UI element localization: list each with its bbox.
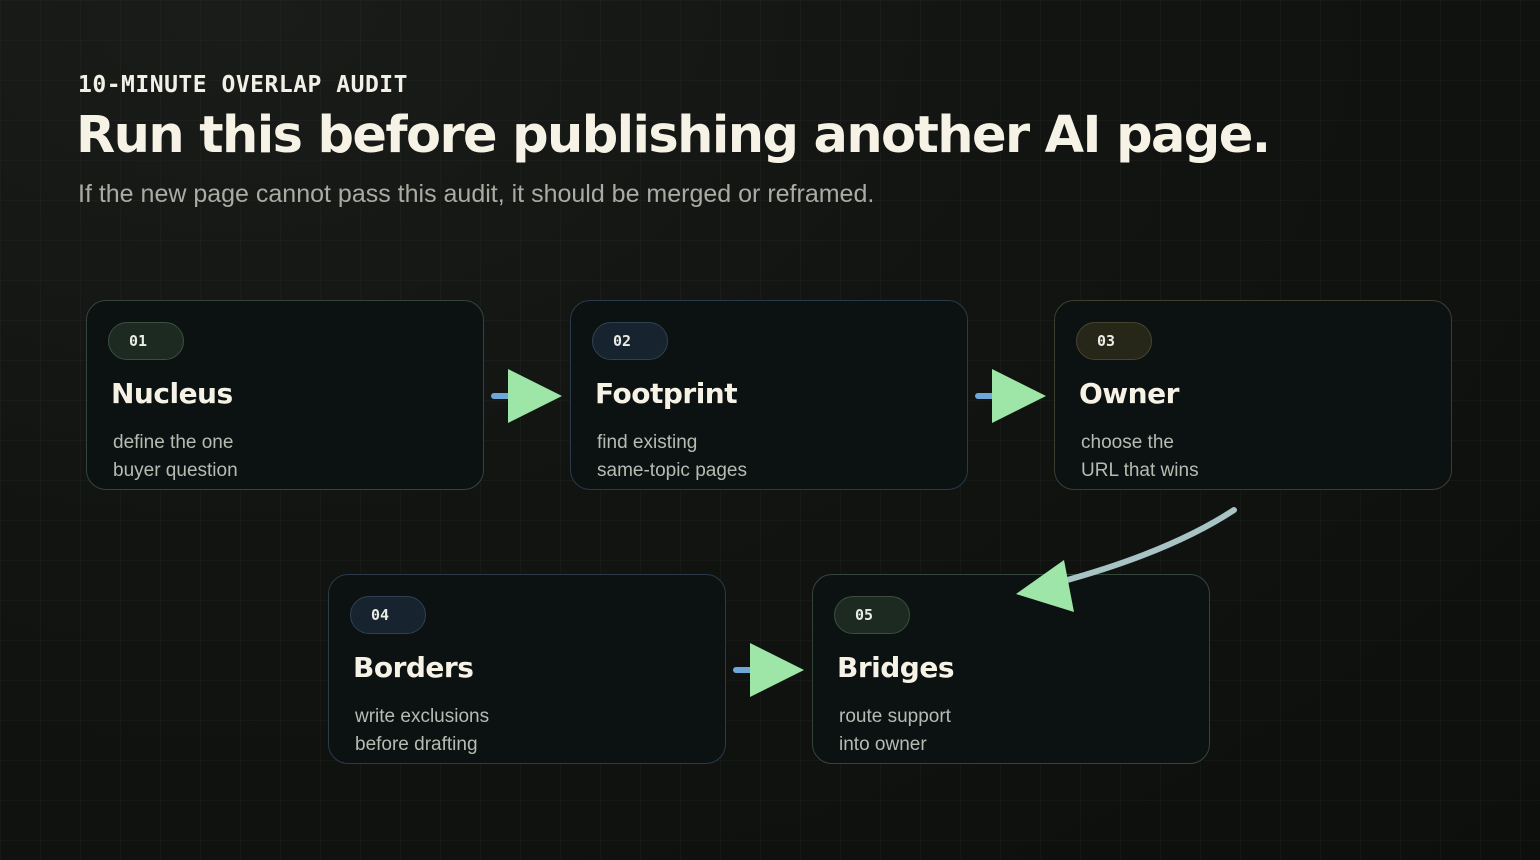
step-title: Owner xyxy=(1079,377,1179,410)
curved-arrow-path xyxy=(1057,507,1237,585)
page-subtitle: If the new page cannot pass this audit, … xyxy=(78,180,875,208)
step-description-line: define the one xyxy=(113,432,234,453)
step-card-footprint: 02 Footprint find existing same-topic pa… xyxy=(570,300,968,490)
step-number-badge: 02 xyxy=(592,322,668,360)
step-card-nucleus: 01 Nucleus define the one buyer question xyxy=(86,300,484,490)
step-title: Bridges xyxy=(837,651,955,684)
step-description: write exclusions before drafting xyxy=(355,703,655,759)
arrow-connector-01-02 xyxy=(491,369,562,423)
step-description-line: buyer question xyxy=(113,460,238,481)
step-description-line: route support xyxy=(839,706,951,727)
step-description-line: write exclusions xyxy=(355,706,490,727)
step-card-bridges: 05 Bridges route support into owner xyxy=(812,574,1210,764)
arrow-connector-02-03 xyxy=(975,369,1046,423)
step-description-line: URL that wins xyxy=(1081,460,1199,481)
step-number-badge: 05 xyxy=(834,596,910,634)
step-number-badge: 04 xyxy=(350,596,426,634)
step-title: Footprint xyxy=(595,377,738,410)
step-description: find existing same-topic pages xyxy=(597,429,897,485)
arrow-head xyxy=(750,643,804,697)
step-description-line: before drafting xyxy=(355,734,478,755)
page-title: Run this before publishing another AI pa… xyxy=(76,106,1271,165)
arrow-head xyxy=(508,369,562,423)
step-card-owner: 03 Owner choose the URL that wins xyxy=(1054,300,1452,490)
step-description-line: find existing xyxy=(597,432,698,453)
step-description: route support into owner xyxy=(839,703,1139,759)
arrow-connector-04-05 xyxy=(733,643,804,697)
step-card-borders: 04 Borders write exclusions before draft… xyxy=(328,574,726,764)
step-description: define the one buyer question xyxy=(113,429,413,485)
step-title: Nucleus xyxy=(111,377,233,410)
step-number-badge: 01 xyxy=(108,322,184,360)
step-description: choose the URL that wins xyxy=(1081,429,1381,485)
step-description-line: same-topic pages xyxy=(597,460,747,481)
arrow-head xyxy=(1016,560,1074,612)
step-description-line: choose the xyxy=(1081,432,1174,453)
step-title: Borders xyxy=(353,651,474,684)
eyebrow-label: 10-MINUTE OVERLAP AUDIT xyxy=(78,72,408,98)
arrow-connector-03-05 xyxy=(1016,507,1237,612)
arrow-head xyxy=(992,369,1046,423)
step-number-badge: 03 xyxy=(1076,322,1152,360)
step-description-line: into owner xyxy=(839,734,927,755)
